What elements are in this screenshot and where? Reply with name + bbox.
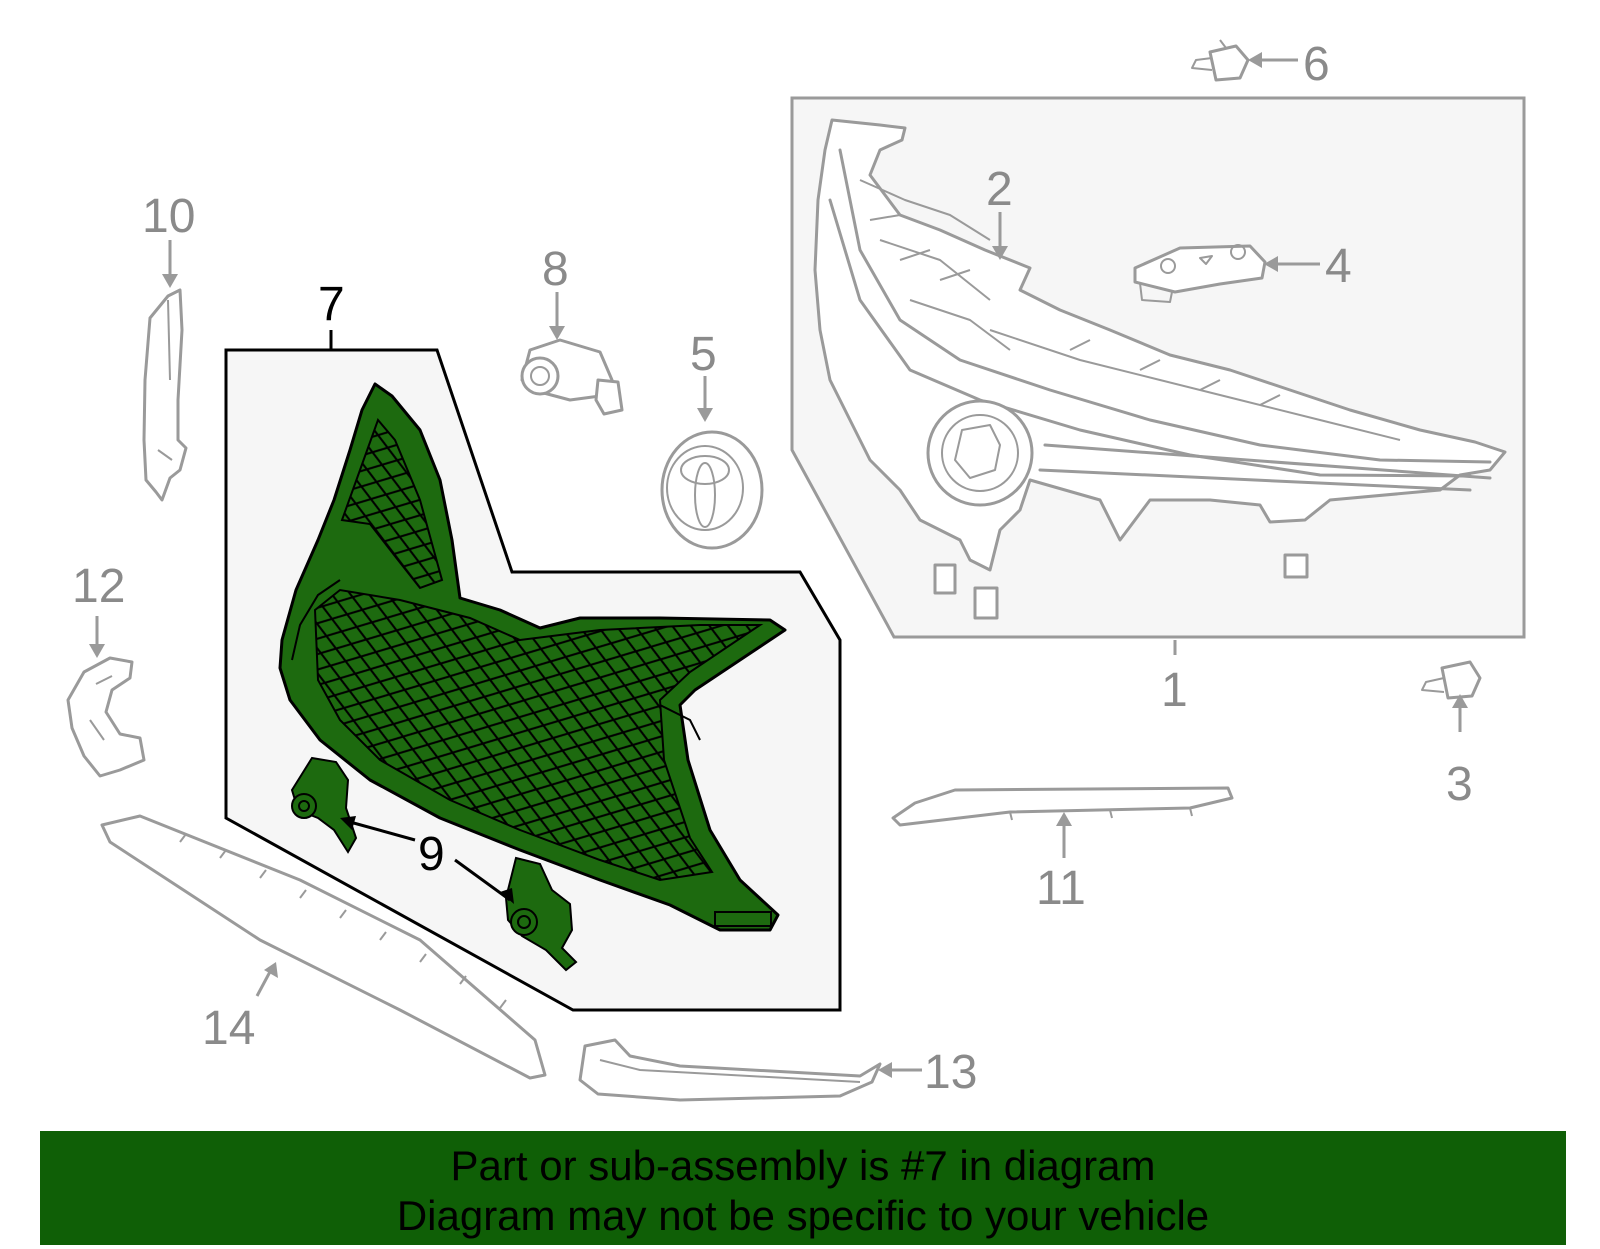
callout-3: 3 [1446, 758, 1473, 811]
emblem-part-5 [660, 430, 764, 550]
grille-frame-part-1 [813, 118, 1507, 620]
callout-14: 14 [202, 1002, 255, 1055]
bracket-part-10 [142, 288, 188, 502]
callout-10: 10 [142, 190, 195, 243]
banner-line-2: Diagram may not be specific to your vehi… [396, 1192, 1210, 1239]
molding-part-11 [891, 786, 1234, 827]
sensor-part-8 [520, 338, 624, 416]
callout-4: 4 [1325, 240, 1352, 293]
callout-11: 11 [1036, 862, 1086, 915]
callout-13: 13 [924, 1046, 977, 1099]
sensor-part-9-lower [504, 856, 578, 972]
molding-part-13 [578, 1038, 882, 1102]
strip-part-14 [100, 814, 547, 1080]
arrowheads-dark [340, 816, 514, 904]
callout-9: 9 [418, 828, 445, 881]
callout-2: 2 [986, 163, 1013, 216]
clip-part-3 [1421, 660, 1482, 700]
callout-5: 5 [690, 328, 717, 381]
info-banner: Part or sub-assembly is #7 in diagram Di… [40, 1131, 1566, 1245]
sensor-part-9-upper [290, 756, 358, 854]
callout-6: 6 [1303, 38, 1330, 91]
banner-line-1: Part or sub-assembly is #7 in diagram [450, 1142, 1156, 1189]
clip-part-6 [1191, 39, 1250, 82]
bracket-part-4 [1133, 244, 1267, 303]
callout-8: 8 [542, 243, 569, 296]
callout-7: 7 [318, 278, 345, 331]
bracket-part-12 [66, 656, 146, 778]
arrowheads [89, 52, 1468, 1078]
callout-1: 1 [1161, 664, 1188, 717]
highlighted-grille-part-7 [278, 382, 787, 932]
callout-12: 12 [72, 560, 125, 613]
